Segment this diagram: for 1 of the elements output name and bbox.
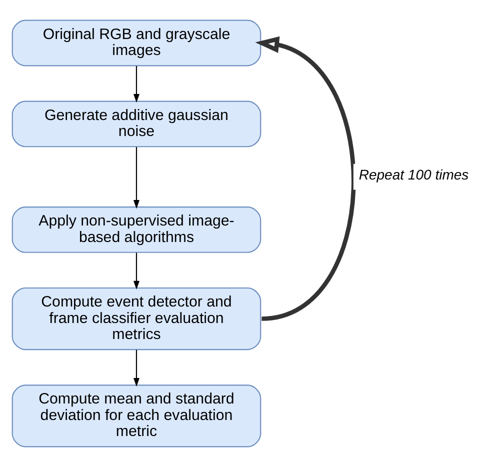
edge-label: Repeat 100 times [358,166,469,182]
